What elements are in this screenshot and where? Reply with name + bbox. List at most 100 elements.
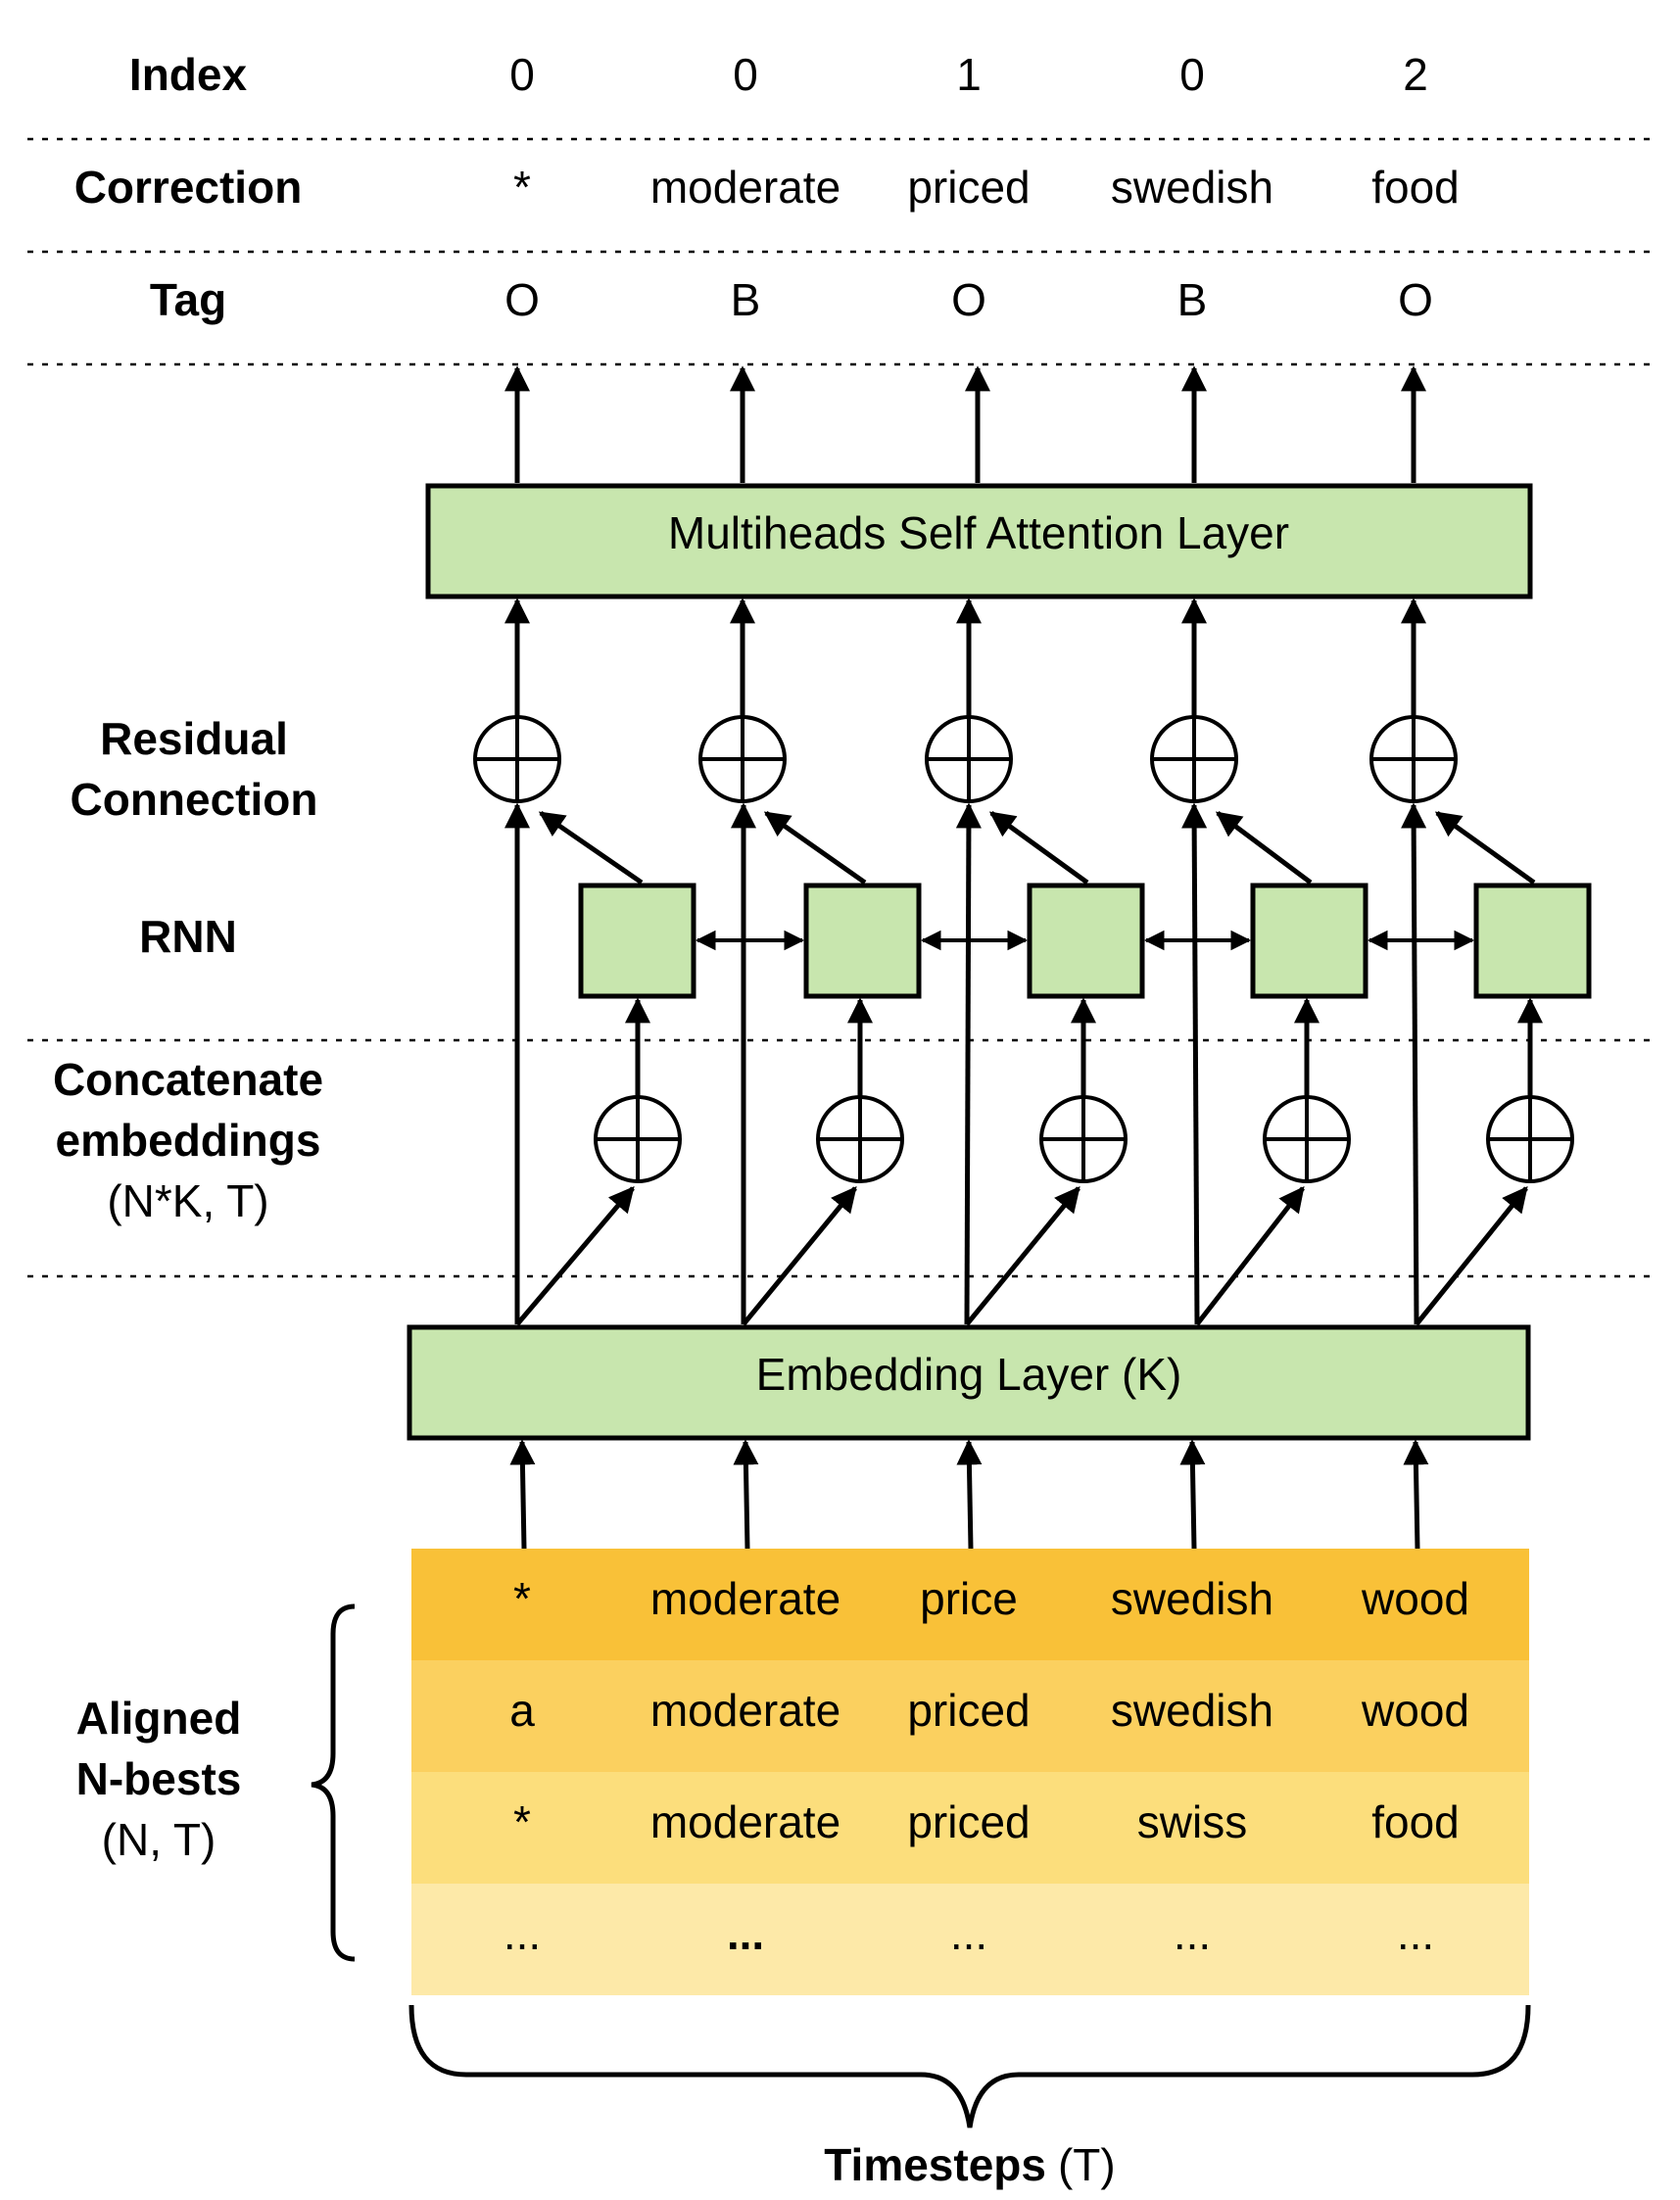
arrow — [1179, 1439, 1206, 1550]
rnn-label: RNN — [139, 911, 237, 962]
nbest-token: ... — [1174, 1908, 1211, 1959]
tag-row-label: Tag — [150, 274, 226, 325]
arrow — [1434, 810, 1536, 885]
nbest-row-background — [411, 1660, 1529, 1772]
nbest-token: priced — [907, 1796, 1030, 1847]
correction-token: swedish — [1111, 162, 1273, 213]
correction-token: moderate — [650, 162, 840, 213]
nbest-token: * — [513, 1796, 531, 1847]
nbest-token: food — [1371, 1796, 1460, 1847]
index-value: 0 — [733, 49, 758, 100]
nbest-row-background — [411, 1549, 1529, 1660]
correction-token: food — [1371, 162, 1460, 213]
tag-value: O — [504, 274, 540, 325]
arrow — [956, 1439, 983, 1550]
nbest-token: a — [509, 1685, 535, 1736]
nbest-row: ... ... ... ... ... — [504, 1908, 1434, 1959]
correction-token: priced — [907, 162, 1030, 213]
rnn-cell — [1473, 883, 1592, 999]
tag-value: O — [951, 274, 986, 325]
nbest-label-line2: N-bests — [76, 1753, 242, 1804]
nbest-row-background — [411, 1884, 1529, 1995]
nbest-token: moderate — [650, 1573, 840, 1624]
nbest-token: priced — [907, 1685, 1030, 1736]
arrow — [515, 1186, 635, 1326]
nbest-table: * moderate price swedish wood a moderate… — [411, 1549, 1529, 1995]
tag-value: O — [1398, 274, 1433, 325]
residual-add-icon — [473, 715, 561, 803]
residual-add-icon — [925, 715, 1013, 803]
concat-nodes — [594, 1095, 1574, 1183]
skip-connection-arrows — [504, 802, 1427, 1325]
arrow — [965, 1185, 1080, 1326]
concat-output-arrows — [625, 997, 1543, 1097]
rnn-cells — [578, 883, 1592, 999]
rnn-output-arrows — [538, 810, 1536, 885]
attention-output-arrows — [504, 365, 1426, 483]
tag-row: Tag O B O B O — [150, 274, 1433, 325]
concat-add-icon — [1039, 1095, 1128, 1183]
nbest-brace — [311, 1603, 356, 1962]
residual-label-line1: Residual — [100, 713, 288, 764]
timesteps-label: Timesteps — [824, 2139, 1046, 2190]
nbest-token: swedish — [1111, 1685, 1273, 1736]
index-value: 2 — [1403, 49, 1428, 100]
timesteps-brace — [408, 2004, 1531, 2128]
rnn-cell — [803, 883, 922, 999]
arrow — [742, 1185, 857, 1326]
concat-add-icon — [1263, 1095, 1351, 1183]
residual-label-line2: Connection — [71, 774, 318, 825]
nbest-token: moderate — [650, 1685, 840, 1736]
residual-add-icon — [1150, 715, 1238, 803]
timesteps-dimension: (T) — [1058, 2139, 1116, 2190]
arrow — [1415, 1185, 1528, 1326]
arrow — [538, 810, 644, 885]
correction-token: * — [513, 162, 531, 213]
nbest-token: price — [920, 1573, 1018, 1624]
arrow — [955, 802, 982, 1325]
arrow — [1195, 1185, 1305, 1326]
nbest-row: * moderate priced swiss food — [513, 1796, 1460, 1847]
concat-add-icon — [816, 1095, 904, 1183]
tag-value: B — [1177, 274, 1208, 325]
arrow — [763, 810, 867, 885]
residual-add-icon — [698, 715, 787, 803]
arrow — [1215, 810, 1313, 885]
index-value: 0 — [509, 49, 535, 100]
nbest-row-background — [411, 1772, 1529, 1884]
index-row-label: Index — [129, 49, 248, 100]
index-row: Index 0 0 1 0 2 — [129, 49, 1428, 100]
embedding-layer-label: Embedding Layer (K) — [756, 1349, 1182, 1400]
arrow — [1401, 802, 1427, 1325]
rnn-cell — [1027, 883, 1145, 999]
nbest-token: * — [513, 1573, 531, 1624]
rnn-cell — [578, 883, 696, 999]
attention-layer-box — [425, 483, 1533, 599]
concat-label-line1: Concatenate — [53, 1054, 323, 1105]
nbest-token: moderate — [650, 1796, 840, 1847]
nbest-row: * moderate price swedish wood — [513, 1573, 1469, 1624]
arrow — [1181, 802, 1208, 1325]
correction-row-label: Correction — [74, 162, 303, 213]
nbest-label-line1: Aligned — [76, 1693, 242, 1744]
arrow — [988, 810, 1089, 885]
index-value: 0 — [1179, 49, 1205, 100]
nbest-token: wood — [1361, 1685, 1469, 1736]
nbest-token: ... — [504, 1908, 541, 1959]
nbest-token: ... — [727, 1908, 764, 1959]
concat-add-icon — [594, 1095, 682, 1183]
nbest-token: wood — [1361, 1573, 1469, 1624]
timesteps-caption: Timesteps(T) — [824, 2139, 1115, 2190]
concat-dimension: (N*K, T) — [107, 1175, 268, 1226]
rnn-cell — [1250, 883, 1368, 999]
attention-layer-label: Multiheads Self Attention Layer — [668, 507, 1289, 558]
residual-output-arrows — [504, 598, 1426, 717]
embedding-to-concat-arrows — [515, 1185, 1528, 1326]
tag-value: B — [731, 274, 761, 325]
input-arrows — [509, 1439, 1429, 1550]
nbest-token: ... — [950, 1908, 987, 1959]
arrow — [1403, 1439, 1429, 1550]
nbest-dimension: (N, T) — [102, 1814, 216, 1865]
nbest-row: a moderate priced swedish wood — [509, 1685, 1469, 1736]
